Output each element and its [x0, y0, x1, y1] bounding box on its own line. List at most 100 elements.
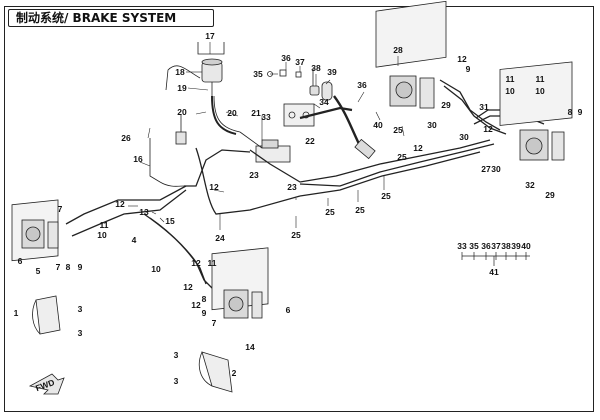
callout-39: 39 — [327, 67, 337, 77]
callout-18: 18 — [175, 67, 185, 77]
callout-11d: 11 — [536, 74, 545, 84]
callout-40: 40 — [373, 120, 383, 130]
callout-29b: 29 — [545, 190, 555, 200]
callout-10b: 10 — [151, 264, 161, 274]
part-callouts: 17 18 19 20 20 21 22 23 23 24 26 16 12 1… — [14, 31, 583, 386]
kit-code-33: 33 — [457, 241, 467, 251]
callout-15: 15 — [165, 216, 175, 226]
callout-8c: 8 — [568, 107, 573, 117]
callout-7b: 7 — [56, 262, 61, 272]
kit-code-39: 39 — [511, 241, 521, 251]
callout-24: 24 — [215, 233, 225, 243]
callout-14: 14 — [245, 342, 255, 352]
callout-8d: 8 — [202, 294, 207, 304]
master-cylinder — [239, 131, 291, 163]
callout-7c: 7 — [212, 318, 217, 328]
brake-light-switch — [149, 114, 187, 187]
callout-25e: 25 — [381, 191, 391, 201]
callout-12a: 12 — [115, 199, 125, 209]
callout-25a: 25 — [393, 125, 403, 135]
callout-8a: 8 — [66, 262, 71, 272]
kit-code-40: 40 — [521, 241, 531, 251]
callout-6a: 6 — [18, 256, 23, 266]
callout-20b: 20 — [227, 108, 237, 118]
brake-fluid-reservoir — [201, 58, 241, 135]
callout-22: 22 — [305, 136, 315, 146]
callout-26: 26 — [121, 133, 131, 143]
callout-38: 38 — [311, 63, 321, 73]
callout-9e: 9 — [202, 308, 207, 318]
callout-35: 35 — [253, 69, 263, 79]
reservoir-hose-loop — [165, 65, 201, 91]
callout-27: 27 — [481, 164, 491, 174]
callout-33: 33 — [261, 112, 271, 122]
kit-code-37: 37 — [491, 241, 501, 251]
caliper-assembly-right — [499, 61, 573, 161]
leader-lines — [128, 42, 405, 230]
callout-12b: 12 — [209, 182, 219, 192]
callout-28: 28 — [393, 45, 403, 55]
callout-3b: 3 — [78, 328, 83, 338]
callout-11b: 11 — [208, 258, 217, 268]
callout-5a: 5 — [36, 266, 41, 276]
callout-9c: 9 — [466, 64, 471, 74]
kit-code-38: 38 — [501, 241, 511, 251]
callout-16: 16 — [133, 154, 143, 164]
callout-6b: 6 — [286, 305, 291, 315]
callout-12f: 12 — [413, 143, 423, 153]
callout-11c: 11 — [506, 74, 515, 84]
callout-11a: 11 — [100, 220, 109, 230]
callout-10c: 10 — [505, 86, 515, 96]
brake-pedal — [299, 95, 376, 160]
callout-4: 4 — [132, 235, 137, 245]
callout-25f: 25 — [397, 152, 407, 162]
callout-30c: 30 — [491, 164, 501, 174]
callout-23b: 23 — [287, 182, 297, 192]
callout-13: 13 — [139, 207, 149, 217]
callout-30b: 30 — [459, 132, 469, 142]
page-title: 制动系统/ BRAKE SYSTEM — [8, 9, 214, 27]
callout-9d: 9 — [578, 107, 583, 117]
callout-7a: 7 — [58, 204, 63, 214]
callout-12h: 12 — [457, 54, 467, 64]
callout-3c: 3 — [174, 350, 179, 360]
callout-10a: 10 — [97, 230, 107, 240]
callout-3d: 3 — [174, 376, 179, 386]
callout-17a: 17 — [205, 31, 215, 41]
callout-36a: 36 — [281, 53, 291, 63]
callout-25d: 25 — [355, 205, 365, 215]
reservoir-cap-bracket — [197, 42, 225, 55]
callout-12d: 12 — [191, 258, 201, 268]
kit-bracket — [461, 252, 530, 266]
callout-36b: 36 — [357, 80, 367, 90]
callout-34: 34 — [319, 97, 329, 107]
kit-code-35: 35 — [469, 241, 479, 251]
dust-shield-lower — [198, 351, 233, 393]
callout-21: 21 — [251, 108, 261, 118]
callout-19: 19 — [177, 83, 187, 93]
pedal-pivot-parts — [267, 68, 333, 101]
callout-9a: 9 — [78, 262, 83, 272]
callout-29a: 29 — [441, 100, 451, 110]
callout-10d: 10 — [535, 86, 545, 96]
page-border — [4, 6, 594, 412]
caliper-assembly-upper — [375, 0, 447, 109]
callout-31: 31 — [479, 102, 489, 112]
callout-12g: 12 — [191, 300, 201, 310]
callout-12e: 12 — [183, 282, 193, 292]
caliper-assembly-lower — [211, 247, 269, 319]
caliper-assembly-left — [11, 199, 59, 262]
callout-1: 1 — [14, 308, 19, 318]
callout-30a: 30 — [427, 120, 437, 130]
callout-3a: 3 — [78, 304, 83, 314]
callout-23a: 23 — [249, 170, 259, 180]
callout-12i: 12 — [483, 124, 493, 134]
callout-25c: 25 — [325, 207, 335, 217]
callout-20a: 20 — [177, 107, 187, 117]
kit-label: 41 — [489, 267, 499, 277]
callout-37: 37 — [295, 57, 305, 67]
pedal-bracket — [283, 103, 315, 127]
